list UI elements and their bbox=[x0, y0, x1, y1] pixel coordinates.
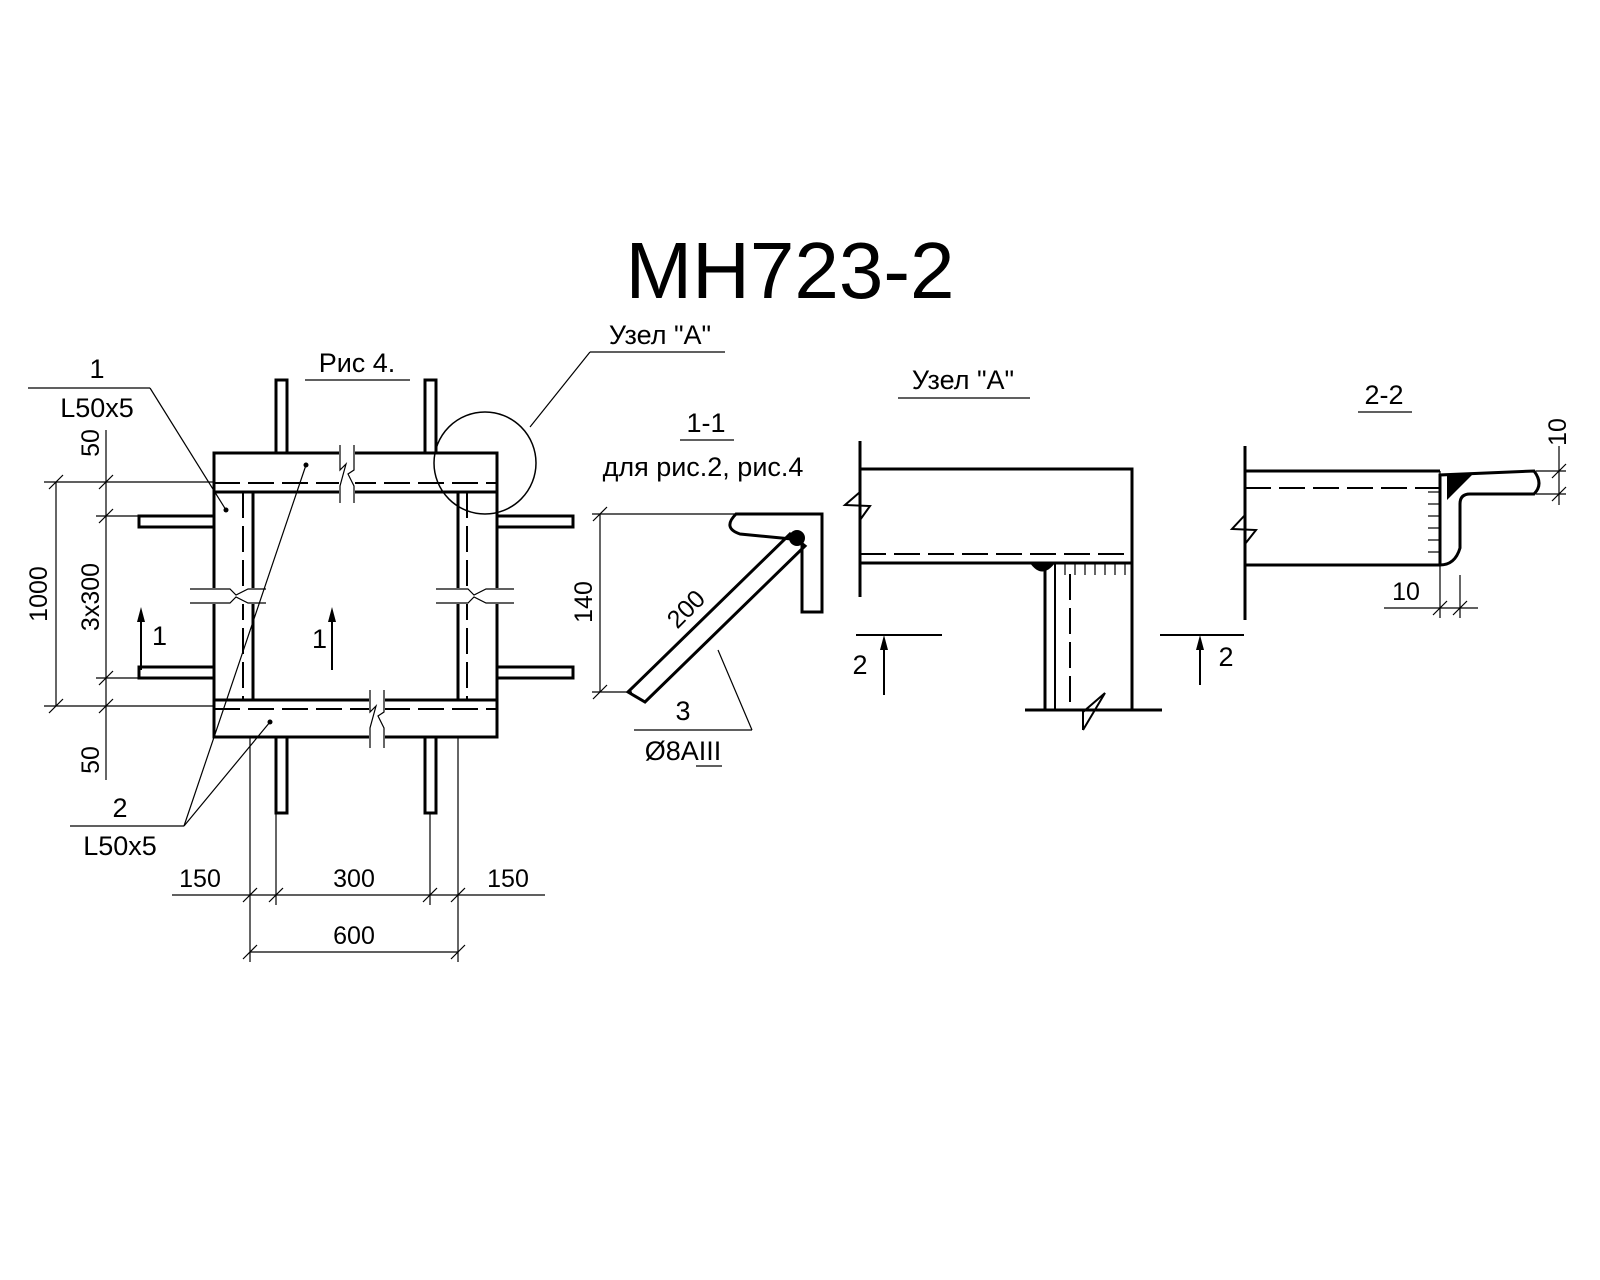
s22-dim-top: 10 bbox=[1544, 418, 1572, 446]
tick-h1 bbox=[242, 887, 258, 903]
tick-5 bbox=[48, 474, 64, 490]
anchor-rod-top-left bbox=[274, 378, 289, 455]
dim-height-140: 140 bbox=[570, 581, 598, 623]
section-mark-left: 1 bbox=[152, 621, 167, 651]
dim-height-total: 1000 bbox=[25, 566, 53, 622]
anchor-rod-bottom-left bbox=[274, 735, 289, 815]
fig4-caption: Рис 4. bbox=[319, 348, 396, 378]
node-a-weld bbox=[1030, 563, 1055, 572]
tick-3 bbox=[98, 670, 114, 686]
node-a-leader bbox=[529, 351, 591, 428]
dim-width-total: 600 bbox=[333, 922, 375, 950]
section-1-1: 1-1 для рис.2, рис.4 140 200 3 Ø8AIII bbox=[570, 408, 824, 767]
node-a-top-edge bbox=[860, 467, 1134, 563]
callout-3-pos: 3 bbox=[675, 696, 690, 726]
s22-hatch bbox=[1428, 471, 1441, 565]
s22-tick-bottom-2 bbox=[1452, 600, 1468, 616]
s22-dim-bottom: 10 bbox=[1392, 578, 1420, 606]
anchor-rod-top-right bbox=[423, 378, 438, 455]
tick-h3 bbox=[422, 887, 438, 903]
callout-bottom-leader-1 bbox=[183, 464, 307, 827]
s22-tick-top-1 bbox=[1551, 463, 1567, 479]
dim-length-200: 200 bbox=[662, 585, 711, 634]
callout-bottom-dot-2 bbox=[267, 719, 273, 725]
node-a-circle bbox=[433, 411, 537, 515]
dim-spacing: 3x300 bbox=[77, 563, 105, 631]
tick-1 bbox=[98, 474, 114, 490]
tick-6 bbox=[48, 698, 64, 714]
s22-weld bbox=[1447, 475, 1472, 500]
section-2-2: 2-2 10 10 bbox=[1229, 380, 1572, 620]
anchor-rod-left-bottom bbox=[137, 665, 216, 680]
tick-h5 bbox=[242, 944, 258, 960]
s22-tick-bottom-1 bbox=[1432, 600, 1448, 616]
section-2-2-title: 2-2 bbox=[1364, 380, 1403, 410]
callout-3-rebar: Ø8AIII bbox=[645, 736, 722, 766]
anchor-rod-right-bottom bbox=[495, 665, 575, 680]
callout-top-dot bbox=[223, 507, 229, 513]
tick-4 bbox=[98, 698, 114, 714]
dim-left-offset: 150 bbox=[179, 865, 221, 893]
anchor-rod-right-top bbox=[495, 514, 575, 529]
node-a-vert-break bbox=[1082, 692, 1106, 731]
node-a-section-mark-right: 2 bbox=[1218, 642, 1233, 672]
weld-point-1 bbox=[789, 530, 805, 546]
node-a-detail: Узел "А" 2 2 bbox=[842, 365, 1244, 731]
callout-top-profile: L50x5 bbox=[60, 393, 134, 423]
anchor-rod-left-top bbox=[137, 514, 216, 529]
s22-break bbox=[1229, 514, 1258, 545]
s22-angle-profile bbox=[1438, 469, 1541, 567]
break-mark-left bbox=[190, 588, 266, 604]
dim-right-offset: 150 bbox=[487, 865, 529, 893]
callout-top-pos: 1 bbox=[89, 354, 104, 384]
callout-3-leader bbox=[717, 649, 753, 731]
anchor-rod-bottom-right bbox=[423, 735, 438, 815]
node-a-title: Узел "А" bbox=[912, 365, 1014, 395]
break-mark-bottom bbox=[369, 690, 385, 748]
s22-tick-top-2 bbox=[1551, 486, 1567, 502]
tick-2 bbox=[98, 508, 114, 524]
section-1-1-title: 1-1 bbox=[686, 408, 725, 438]
section-arrowhead-left bbox=[137, 607, 145, 622]
callout-top-leader bbox=[149, 387, 227, 511]
sheet-title: МН723-2 bbox=[625, 226, 954, 315]
section-arrowhead-center bbox=[328, 607, 336, 622]
break-mark-top bbox=[339, 445, 355, 503]
fig4-frame-plan: Рис 4. bbox=[25, 320, 725, 962]
node-a-section-arrowhead-right bbox=[1196, 635, 1204, 650]
dim-mid-spacing: 300 bbox=[333, 865, 375, 893]
node-a-break-line bbox=[842, 491, 872, 521]
section-1-1-subtitle: для рис.2, рис.4 bbox=[603, 452, 804, 482]
callout-bottom-leader-2 bbox=[183, 721, 271, 827]
node-a-callout: Узел "А" bbox=[609, 320, 711, 350]
section-mark-center: 1 bbox=[312, 624, 327, 654]
angle-profile-section bbox=[728, 512, 824, 614]
tick-140-bottom bbox=[592, 684, 608, 700]
node-a-section-mark-left: 2 bbox=[852, 650, 867, 680]
callout-bottom-profile: L50x5 bbox=[83, 831, 157, 861]
callout-bottom-pos: 2 bbox=[112, 793, 127, 823]
tick-h4 bbox=[450, 887, 466, 903]
callout-bottom-dot-1 bbox=[303, 462, 309, 468]
dim-bottom-margin: 50 bbox=[77, 746, 105, 774]
tick-h6 bbox=[450, 944, 466, 960]
break-mark-right bbox=[436, 588, 514, 604]
tick-140-top bbox=[592, 506, 608, 522]
rebar-bar bbox=[625, 532, 808, 704]
dim-top-margin: 50 bbox=[77, 429, 105, 457]
node-a-section-arrowhead-left bbox=[880, 635, 888, 650]
tick-h2 bbox=[268, 887, 284, 903]
node-a-weld-hatch bbox=[1064, 563, 1126, 575]
